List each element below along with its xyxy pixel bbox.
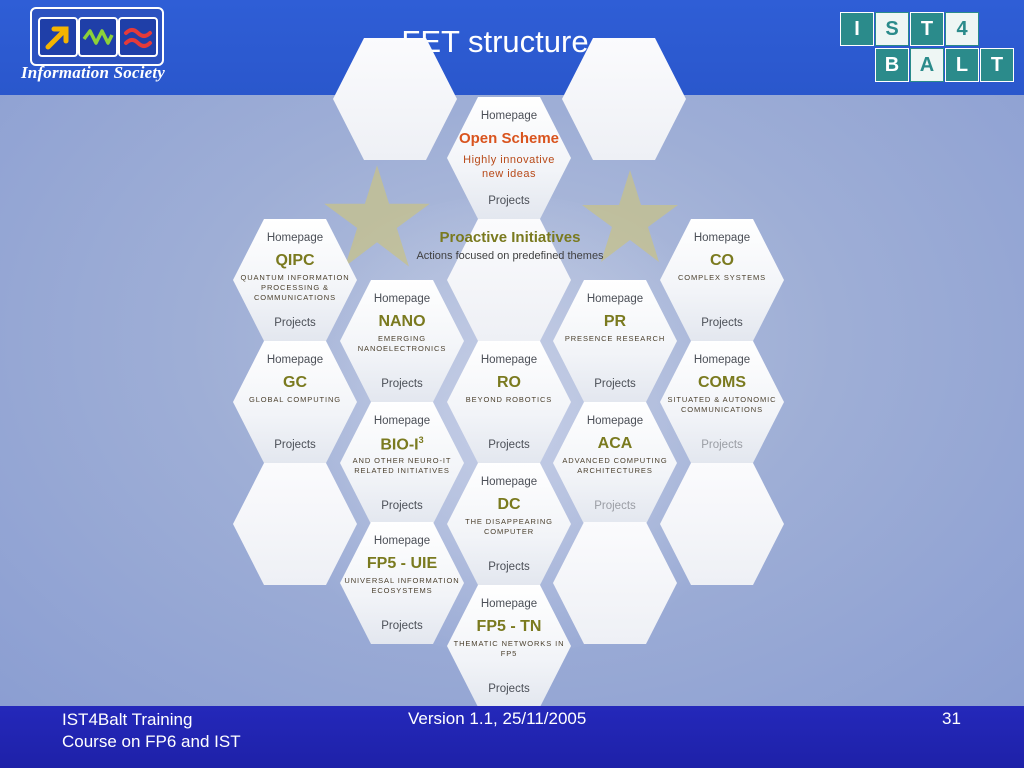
slide-header: Information Society FET structure I S T … [0,0,1024,95]
wave-tile-icon [78,17,118,57]
homepage-link[interactable]: Homepage [480,476,538,488]
hex-coms[interactable]: Homepage COMS Situated & autonomic commu… [660,341,784,463]
logo-letter: B [875,48,909,82]
homepage-link[interactable]: Homepage [480,110,538,122]
homepage-link[interactable]: Homepage [693,354,751,366]
hex-blank [660,463,784,585]
hex-title: BIO-I3 [340,435,464,454]
hex-description: Presence research [564,334,666,343]
projects-link[interactable]: Projects [274,439,316,451]
logo-letter: T [910,12,944,46]
projects-link[interactable]: Projects [381,500,423,512]
proactive-initiatives[interactable]: Proactive Initiatives Actions focused on… [388,229,632,262]
slide-footer: IST4Balt Training Course on FP6 and IST … [0,706,1024,768]
projects-link[interactable]: Projects [381,620,423,632]
hex-description: Complex systems [677,273,767,282]
hex-title: GC [283,374,307,391]
logo-tagline: Information Society [20,63,166,82]
projects-link[interactable]: Projects [488,195,530,207]
hex-description: Universal information ecosystems [344,576,460,595]
logo-letter: A [910,48,944,82]
projects-link[interactable]: Projects [701,317,743,329]
hex-title: CO [710,252,734,269]
homepage-link[interactable]: Homepage [373,535,431,547]
homepage-link[interactable]: Homepage [480,598,538,610]
hex-title: DC [497,496,521,513]
projects-link[interactable]: Projects [381,378,423,390]
homepage-link[interactable]: Homepage [480,354,538,366]
information-society-logo: Information Society [8,7,176,87]
footer-version: Version 1.1, 25/11/2005 [408,709,587,728]
hex-description: The disappearing computer [465,517,553,536]
ist4balt-logo: I S T 4 B A L T [838,12,1018,82]
logo-letter: S [875,12,909,46]
homepage-link[interactable]: Homepage [586,415,644,427]
homepage-link[interactable]: Homepage [586,293,644,305]
logo-frame [30,7,164,66]
hex-description: Global computing [248,395,342,404]
hex-title: ACA [597,435,633,452]
projects-link[interactable]: Projects [488,439,530,451]
projects-link[interactable]: Projects [701,439,743,451]
proactive-subtitle: Actions focused on predefined themes [416,250,604,262]
hex-title-text: BIO-I [380,436,419,454]
hex-description: Emerging nanoelectronics [357,334,447,353]
homepage-link[interactable]: Homepage [373,293,431,305]
hex-title: Open Scheme [458,130,560,147]
hex-description: Highly innovative new ideas [463,154,555,180]
hex-title-superscript: 3 [418,435,424,445]
hex-title: PR [603,313,627,330]
hex-title: FP5 - UIE [366,555,438,572]
hex-title: QIPC [275,252,315,269]
homepage-link[interactable]: Homepage [373,415,431,427]
hex-blank [553,522,677,644]
eu-star-icon [582,170,678,262]
hex-description: Beyond robotics [465,395,553,404]
hex-title: RO [497,374,521,391]
footer-course: IST4Balt Training Course on FP6 and IST [62,709,241,753]
hex-title: COMS [698,374,746,391]
homepage-link[interactable]: Homepage [693,232,751,244]
hex-title: FP5 - TN [476,618,542,635]
projects-link[interactable]: Projects [488,561,530,573]
projects-link[interactable]: Projects [274,317,316,329]
hex-title: NANO [378,313,426,330]
logo-letter: L [945,48,979,82]
logo-letter: 4 [945,12,979,46]
arrow-tile-icon [38,17,78,57]
hex-aca[interactable]: Homepage ACA Advanced computing architec… [553,402,677,524]
logo-letter: T [980,48,1014,82]
hex-description: Thematic networks in FP5 [453,639,565,658]
hex-description: Advanced computing architectures [562,456,668,475]
page-number: 31 [942,709,961,728]
footer-course-line1: IST4Balt Training [62,710,193,729]
footer-course-line2: Course on FP6 and IST [62,732,241,751]
hex-blank [562,38,686,160]
hex-description: Situated & autonomic communications [667,395,777,414]
homepage-link[interactable]: Homepage [266,354,324,366]
hex-description: and other neuro-IT related initiatives [352,456,452,475]
proactive-title[interactable]: Proactive Initiatives [439,229,581,246]
hex-pr[interactable]: Homepage PR Presence research Projects [553,280,677,402]
eu-star-icon [324,165,430,267]
logo-letter: I [840,12,874,46]
projects-link[interactable]: Projects [594,378,636,390]
projects-link[interactable]: Projects [594,500,636,512]
approx-tile-icon [118,17,158,57]
projects-link[interactable]: Projects [488,683,530,695]
hex-description: Quantum information processing & communi… [240,273,350,302]
hex-co[interactable]: Homepage CO Complex systems Projects [660,219,784,341]
homepage-link[interactable]: Homepage [266,232,324,244]
